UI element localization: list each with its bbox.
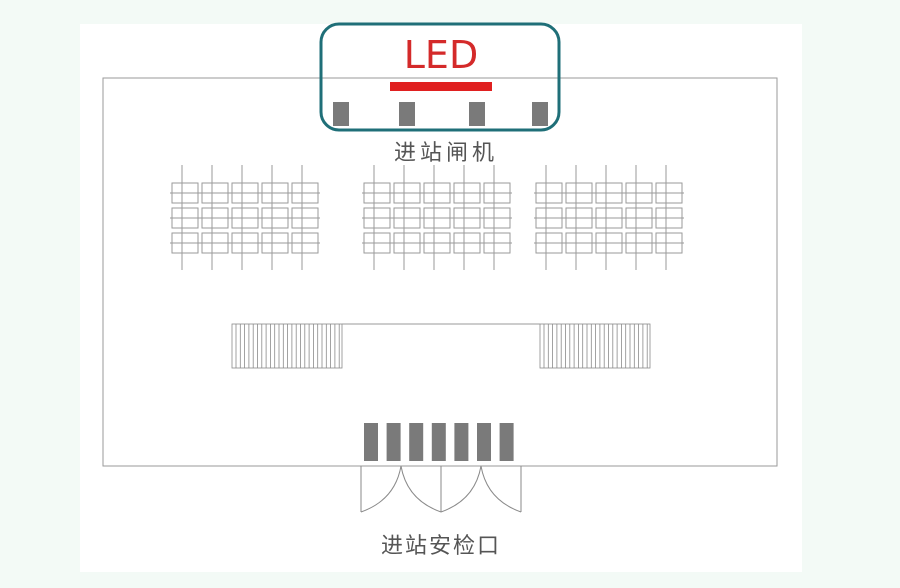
led-screen-bar <box>390 82 492 91</box>
security-machine-group <box>364 423 514 461</box>
railing-grid-area <box>170 165 684 270</box>
security-machine <box>364 423 378 461</box>
entrance-doors <box>360 465 522 513</box>
gate-block <box>532 102 548 126</box>
queue-zone-right <box>539 323 651 369</box>
security-machine <box>454 423 469 461</box>
door-arc-4 <box>480 465 522 513</box>
security-machine <box>386 423 401 461</box>
entry-gates-label: 进站闸机 <box>394 141 498 166</box>
security-machine <box>409 423 424 461</box>
queue-zone-border <box>231 323 343 369</box>
security-machine <box>431 423 446 461</box>
queue-zone-left <box>231 323 343 369</box>
door-arc-2 <box>400 465 442 513</box>
security-machine <box>477 423 491 461</box>
door-arc-3 <box>440 465 482 513</box>
gate-block <box>469 102 485 126</box>
door-arc-1 <box>360 465 402 513</box>
security-check-label: 进站安检口 <box>381 534 501 559</box>
queue-zone-border <box>539 323 651 369</box>
gate-block <box>399 102 415 126</box>
gate-block-group <box>333 102 548 126</box>
security-machine <box>499 423 514 461</box>
gate-block <box>333 102 349 126</box>
led-highlight-frame <box>319 22 561 132</box>
station-hall-outline <box>102 77 778 467</box>
led-label: LED <box>404 33 478 77</box>
